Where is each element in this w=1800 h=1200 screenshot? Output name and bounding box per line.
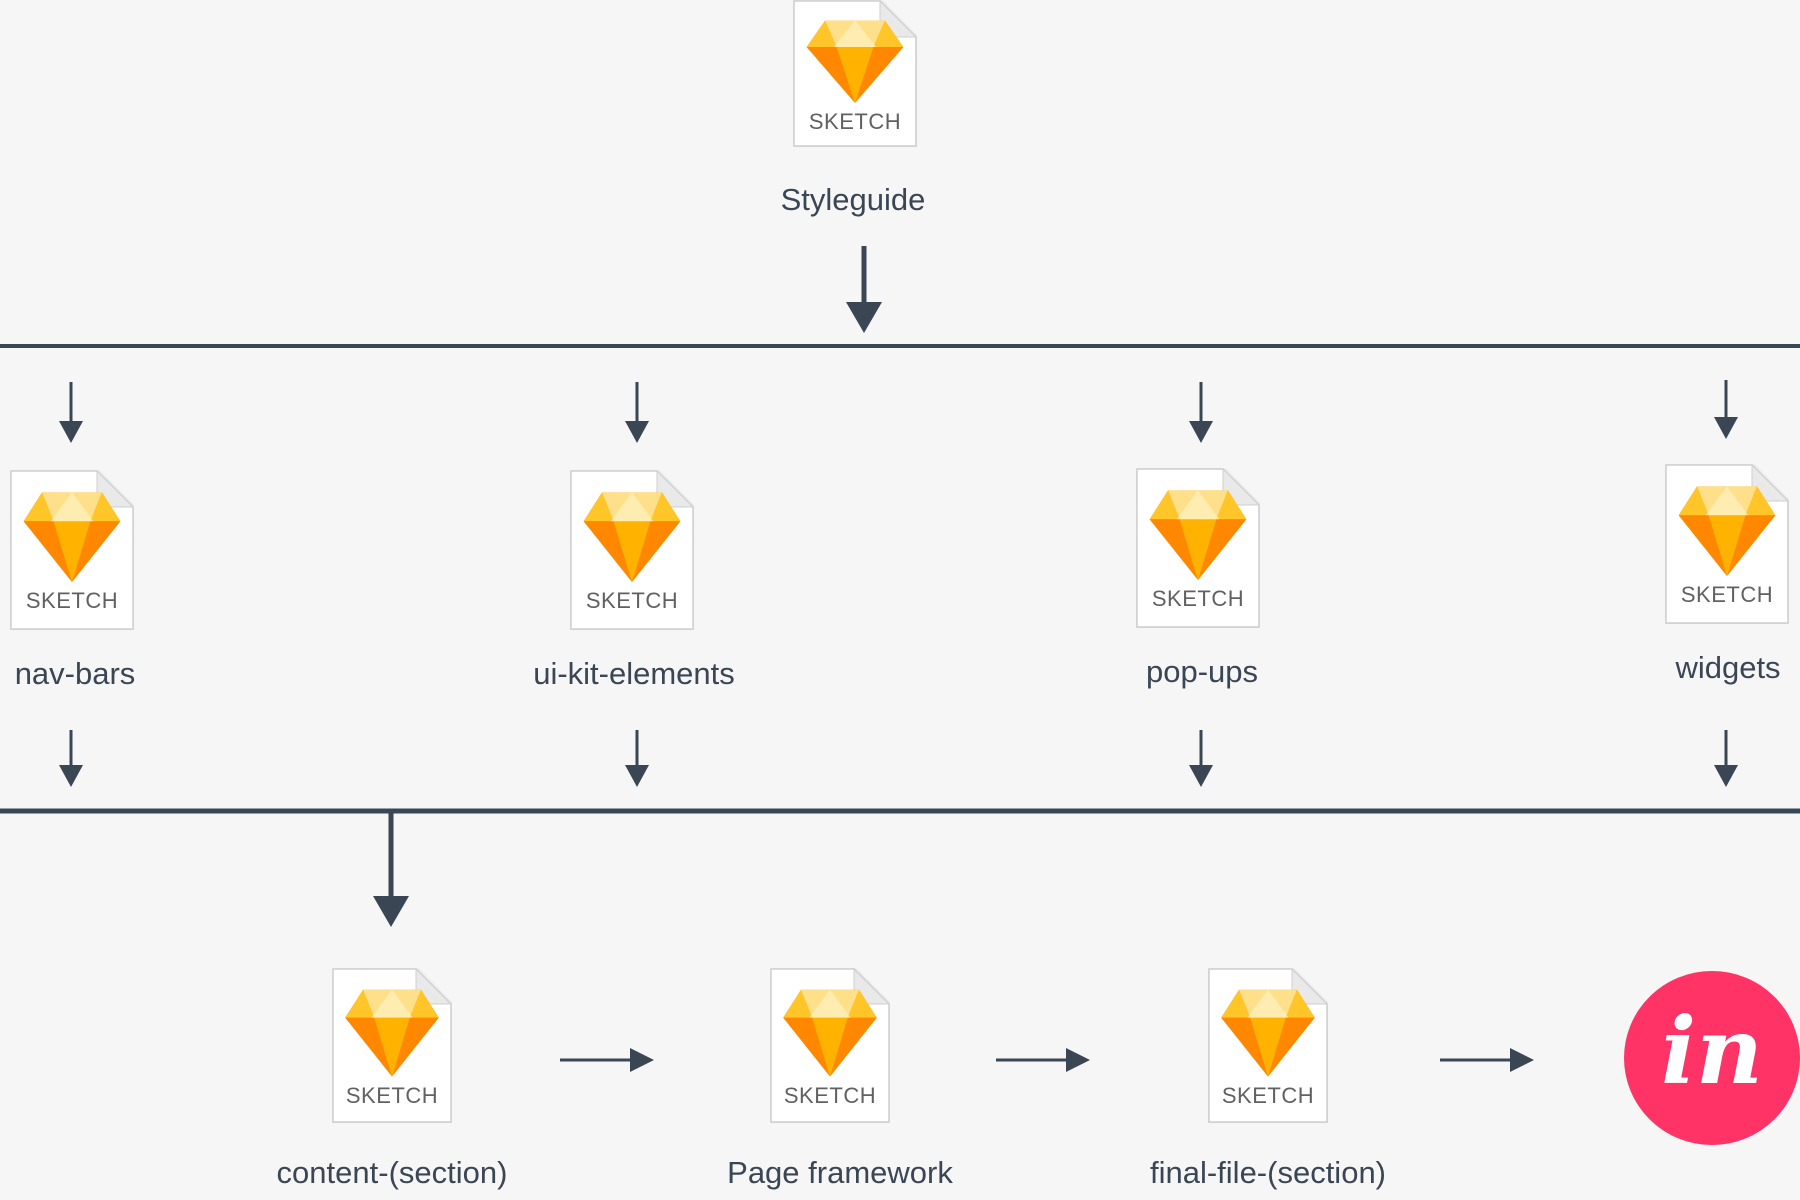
sketch-file-tag: SKETCH [1221, 1083, 1315, 1108]
arrowheads-horizontal-chain [630, 1048, 1534, 1072]
sketch-file-tag: SKETCH [783, 1083, 877, 1108]
arrows-to-components [69, 380, 1728, 430]
content-section-label: content-(section) [276, 1155, 508, 1190]
sketch-file-icon [10, 470, 134, 630]
widgets-label: widgets [1675, 650, 1781, 685]
ui-kit-elements-label: ui-kit-elements [533, 656, 735, 691]
sketch-file-icon [1136, 468, 1260, 628]
sketch-diamond-icon [1221, 989, 1315, 1077]
arrowheads-to-bus-bottom [59, 765, 1738, 787]
page-framework-label: Page framework [727, 1155, 953, 1190]
nav-bars-file: SKETCH [10, 470, 134, 630]
sketch-file-icon [1208, 968, 1328, 1123]
pop-ups-label: pop-ups [1145, 654, 1259, 689]
sketch-file-icon [332, 968, 452, 1123]
final-file-section-label: final-file-(section) [1149, 1155, 1387, 1190]
sketch-file-icon [770, 968, 890, 1123]
styleguide-file: SKETCH [793, 0, 917, 147]
content-section-file: SKETCH [332, 968, 452, 1123]
ui-kit-elements-file: SKETCH [570, 470, 694, 630]
sketch-file-icon [1665, 464, 1789, 624]
invision-logo-text: in [1661, 997, 1763, 1105]
sketch-file-tag: SKETCH [1151, 586, 1245, 611]
sketch-file-icon [793, 0, 917, 147]
arrowhead [846, 302, 882, 333]
pop-ups-file: SKETCH [1136, 468, 1260, 628]
arrowheads-to-components [59, 417, 1738, 443]
sketch-diamond-icon [23, 492, 121, 582]
widgets-file: SKETCH [1665, 464, 1789, 624]
arrowhead [373, 896, 409, 927]
sketch-file-tag: SKETCH [25, 588, 119, 613]
sketch-file-tag: SKETCH [808, 109, 902, 134]
styleguide-label: Styleguide [780, 182, 926, 217]
nav-bars-label: nav-bars [14, 656, 136, 691]
final-file-section-file: SKETCH [1208, 968, 1328, 1123]
invision-logo-icon: in [1624, 971, 1800, 1145]
page-framework-file: SKETCH [770, 968, 890, 1123]
sketch-diamond-icon [783, 989, 877, 1077]
arrows-to-bus-bottom [69, 730, 1728, 776]
sketch-file-tag: SKETCH [585, 588, 679, 613]
sketch-file-tag: SKETCH [1680, 582, 1774, 607]
sketch-file-tag: SKETCH [345, 1083, 439, 1108]
sketch-file-icon [570, 470, 694, 630]
